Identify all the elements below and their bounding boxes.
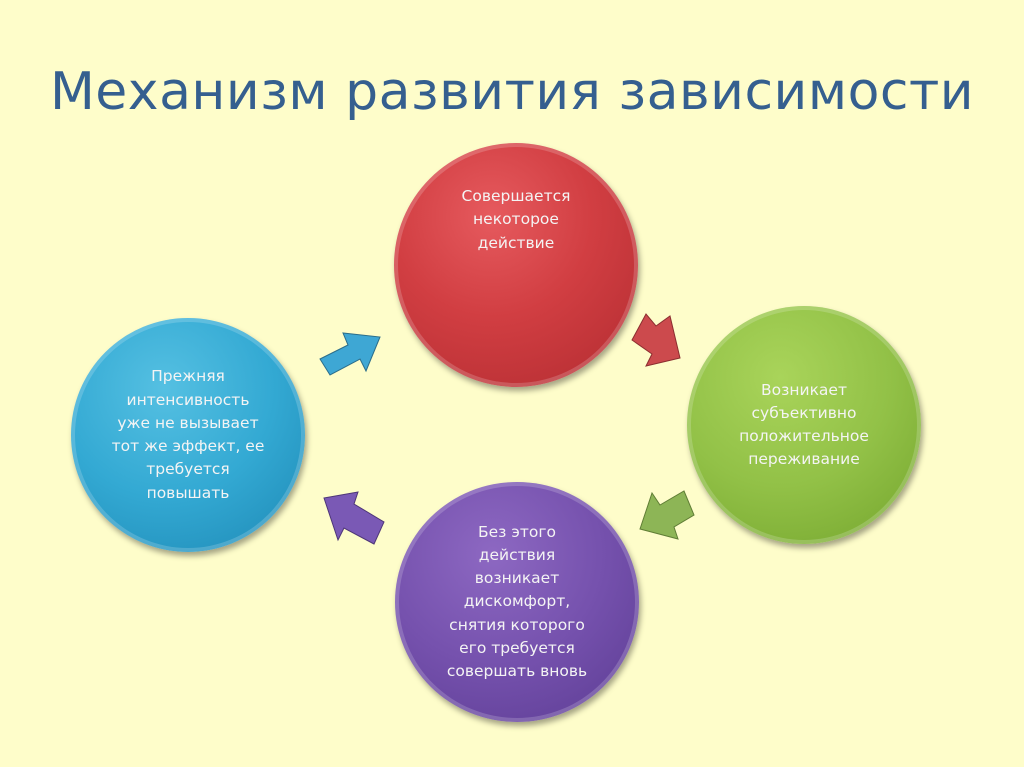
node-discomfort: Без этого действия возникает дискомфорт,… xyxy=(395,482,639,722)
node-tolerance-text: Прежняя интенсивность уже не вызывает то… xyxy=(111,367,265,502)
arrow-up-right-icon xyxy=(319,332,381,376)
node-action: Совершается некоторое действие xyxy=(394,143,638,387)
arrow-down-left-icon xyxy=(639,490,695,540)
node-tolerance: Прежняя интенсивность уже не вызывает то… xyxy=(71,318,305,552)
arrow-up-left-icon xyxy=(323,491,385,545)
arrow-down-right-icon xyxy=(631,313,681,367)
node-discomfort-text: Без этого действия возникает дискомфорт,… xyxy=(446,522,588,681)
slide-title: Механизм развития зависимости xyxy=(49,62,975,122)
node-action-text: Совершается некоторое действие xyxy=(461,187,571,252)
node-positive-text: Возникает субъективно положительное пере… xyxy=(739,380,869,469)
node-positive-experience: Возникает субъективно положительное пере… xyxy=(687,306,921,544)
